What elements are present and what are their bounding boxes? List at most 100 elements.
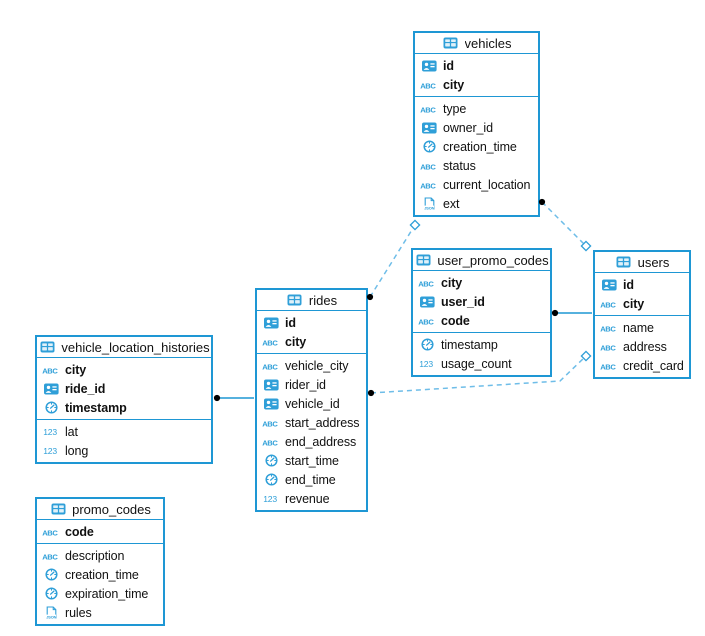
- table-icon: [38, 341, 56, 353]
- timestamp-icon: [262, 454, 280, 467]
- svg-text:ABC: ABC: [262, 438, 278, 447]
- field-row-start_time: start_time: [257, 451, 366, 470]
- text-icon: ABC: [600, 299, 618, 309]
- table-title: vehicle_location_histories: [61, 339, 210, 355]
- text-icon: ABC: [262, 337, 280, 347]
- table-header[interactable]: rides: [257, 290, 366, 311]
- svg-text:ABC: ABC: [418, 279, 434, 288]
- field-name: creation_time: [65, 567, 139, 582]
- field-name: id: [443, 58, 454, 73]
- table-title: rides: [308, 292, 338, 308]
- field-name: rules: [65, 605, 92, 620]
- svg-text:ABC: ABC: [420, 81, 436, 90]
- text-icon: ABC: [418, 278, 436, 288]
- timestamp-icon: [418, 338, 436, 351]
- text-icon: ABC: [600, 342, 618, 352]
- svg-text:ABC: ABC: [420, 105, 436, 114]
- timestamp-icon: [42, 587, 60, 600]
- relation-endpoint-diamond: [580, 350, 592, 362]
- table-title: users: [637, 254, 670, 270]
- field-name: lat: [65, 424, 78, 439]
- field-name: end_time: [285, 472, 336, 487]
- field-row-revenue: 123 revenue: [257, 489, 366, 508]
- uuid-icon: [42, 383, 60, 395]
- svg-text:123: 123: [43, 427, 57, 437]
- table-title: promo_codes: [72, 501, 151, 517]
- field-name: city: [285, 334, 307, 349]
- table-header[interactable]: promo_codes: [37, 499, 163, 520]
- table-header[interactable]: user_promo_codes: [413, 250, 550, 271]
- json-icon: JSON: [420, 196, 438, 211]
- field-name: ext: [443, 196, 460, 211]
- field-name: address: [623, 339, 667, 354]
- relation-endpoint-dot: [551, 309, 559, 317]
- table-title: user_promo_codes: [437, 252, 549, 268]
- field-row-id: id: [595, 275, 689, 294]
- relation-endpoint-diamond: [409, 219, 421, 231]
- table-header[interactable]: users: [595, 252, 689, 273]
- field-name: timestamp: [441, 337, 498, 352]
- field-row-end_time: end_time: [257, 470, 366, 489]
- svg-text:ABC: ABC: [262, 338, 278, 347]
- field-row-ext: JSON ext: [415, 194, 538, 213]
- table-header[interactable]: vehicles: [415, 33, 538, 54]
- uuid-icon: [262, 379, 280, 391]
- field-row-id: id: [257, 313, 366, 332]
- relation-endpoint-dot: [367, 389, 375, 397]
- svg-text:ABC: ABC: [420, 181, 436, 190]
- svg-text:JSON: JSON: [46, 614, 56, 619]
- relation-endpoint-diamond: [580, 240, 592, 252]
- text-icon: ABC: [420, 80, 438, 90]
- field-name: owner_id: [443, 120, 493, 135]
- svg-text:ABC: ABC: [600, 362, 616, 371]
- field-name: usage_count: [441, 356, 512, 371]
- relation-rides-to-vehicles: [369, 224, 416, 298]
- field-name: code: [441, 313, 470, 328]
- number-icon: 123: [262, 493, 280, 504]
- number-icon: 123: [42, 445, 60, 456]
- svg-text:JSON: JSON: [424, 205, 434, 210]
- uuid-icon: [418, 296, 436, 308]
- field-name: vehicle_city: [285, 358, 349, 373]
- field-row-user_id: user_id: [413, 292, 550, 311]
- table-header[interactable]: vehicle_location_histories: [37, 337, 211, 358]
- text-icon: ABC: [600, 361, 618, 371]
- field-name: id: [285, 315, 296, 330]
- field-name: revenue: [285, 491, 330, 506]
- field-name: name: [623, 320, 654, 335]
- text-icon: ABC: [600, 323, 618, 333]
- field-row-city: ABC city: [257, 332, 366, 351]
- number-icon: 123: [42, 426, 60, 437]
- svg-text:ABC: ABC: [418, 317, 434, 326]
- svg-text:123: 123: [263, 494, 277, 504]
- field-name: start_time: [285, 453, 339, 468]
- field-name: credit_card: [623, 358, 684, 373]
- table-title: vehicles: [464, 35, 512, 51]
- uuid-icon: [262, 398, 280, 410]
